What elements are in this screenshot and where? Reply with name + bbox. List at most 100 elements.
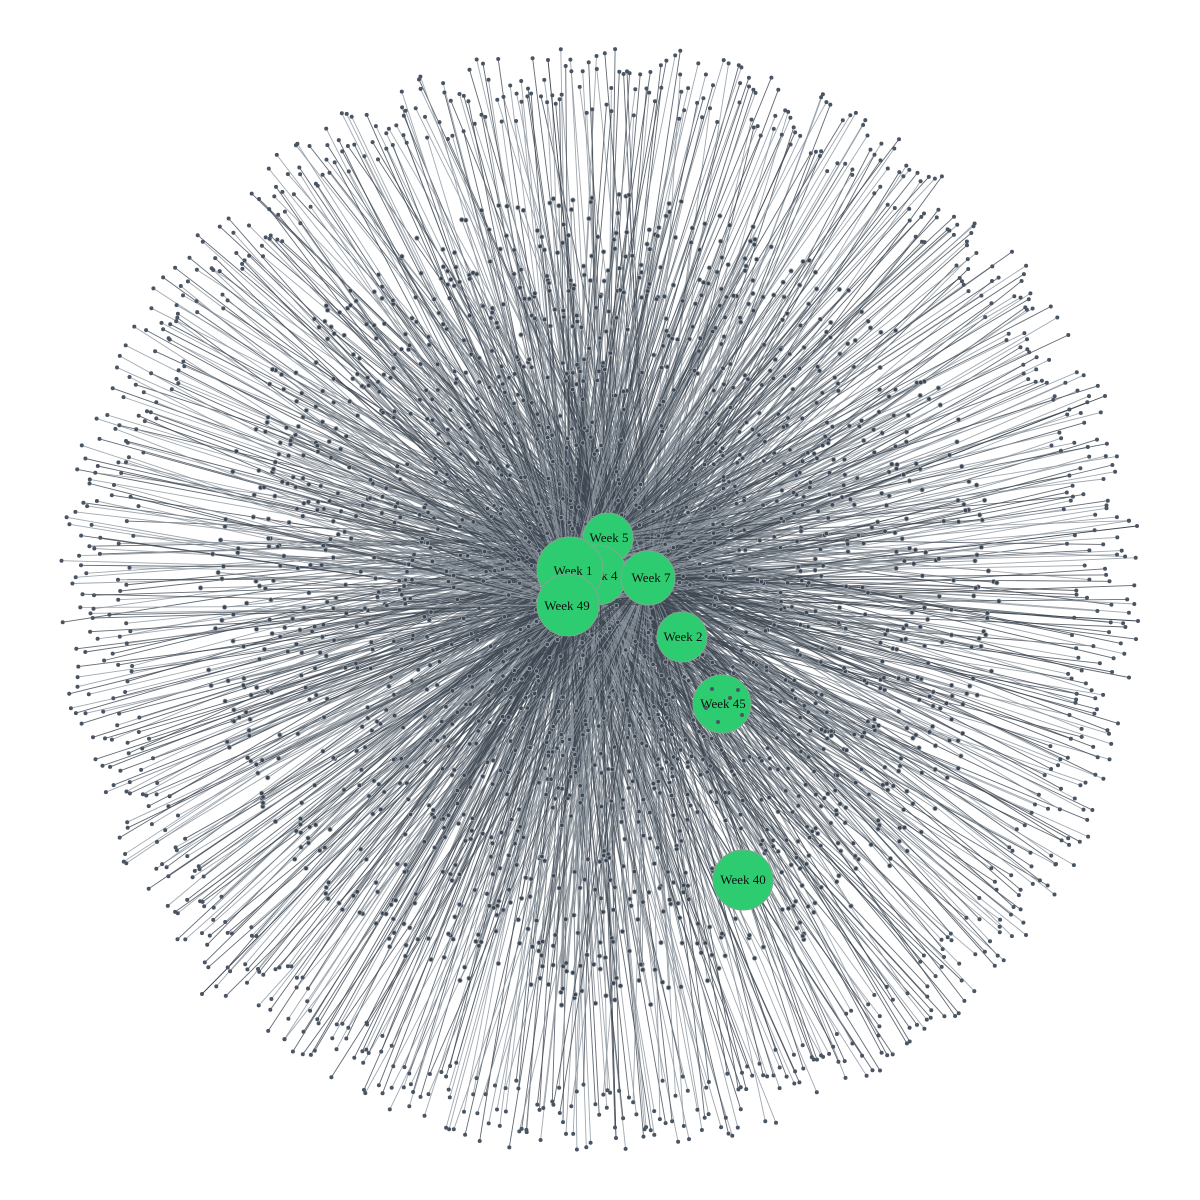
leaf-node	[550, 804, 556, 811]
leaf-node	[696, 247, 703, 253]
leaf-node	[254, 934, 259, 938]
leaf-node	[518, 474, 524, 481]
leaf-node	[678, 838, 684, 844]
leaf-node	[565, 232, 572, 238]
leaf-node	[641, 1134, 646, 1139]
leaf-node	[737, 811, 744, 818]
edge	[85, 458, 571, 571]
edge	[607, 277, 999, 539]
leaf-node	[261, 484, 267, 490]
leaf-node	[793, 854, 800, 861]
leaf-node	[918, 379, 924, 386]
leaf-node	[251, 492, 257, 498]
leaf-node	[350, 893, 356, 899]
leaf-node	[396, 587, 403, 593]
leaf-node	[706, 1080, 711, 1084]
leaf-node	[666, 209, 673, 215]
leaf-node	[516, 1086, 521, 1091]
leaf-node	[583, 721, 589, 728]
leaf-node	[718, 286, 725, 292]
leaf-node	[83, 456, 88, 461]
leaf-node	[456, 901, 463, 908]
leaf-node	[136, 504, 141, 509]
edge	[647, 165, 907, 579]
leaf-node	[598, 750, 604, 757]
leaf-node	[646, 889, 652, 895]
leaf-node	[313, 404, 319, 410]
edge	[559, 99, 569, 606]
leaf-node	[612, 246, 618, 252]
leaf-node	[354, 413, 361, 419]
leaf-node	[411, 551, 417, 558]
leaf-node	[749, 426, 756, 432]
leaf-node	[550, 196, 557, 202]
leaf-node	[87, 481, 92, 486]
edge	[599, 589, 617, 1139]
leaf-node	[855, 532, 862, 538]
leaf-node	[375, 379, 381, 385]
leaf-node	[637, 481, 644, 487]
edge	[647, 338, 673, 579]
leaf-node	[742, 547, 748, 553]
leaf-node	[241, 675, 247, 681]
leaf-node	[1107, 731, 1111, 736]
leaf-node	[550, 943, 556, 949]
leaf-node	[545, 505, 551, 511]
edge	[569, 115, 851, 571]
leaf-node	[807, 728, 813, 734]
leaf-node	[507, 1145, 512, 1150]
leaf-node	[742, 372, 748, 378]
leaf-node	[269, 366, 276, 372]
leaf-node	[330, 554, 336, 561]
leaf-node	[581, 263, 587, 269]
leaf-node	[286, 519, 292, 526]
edge	[197, 234, 598, 576]
leaf-node	[524, 1130, 529, 1135]
leaf-node	[347, 288, 353, 294]
leaf-node	[711, 387, 717, 394]
leaf-node	[285, 964, 290, 969]
leaf-node	[314, 443, 320, 449]
leaf-node	[646, 227, 652, 233]
leaf-node	[962, 507, 969, 513]
leaf-node	[777, 698, 784, 705]
leaf-node	[607, 350, 613, 356]
leaf-node	[661, 293, 668, 299]
leaf-node	[803, 782, 809, 788]
leaf-node	[500, 659, 506, 665]
leaf-node	[572, 869, 578, 875]
edge	[607, 381, 1036, 539]
leaf-node	[461, 615, 467, 621]
leaf-node	[373, 879, 379, 886]
leaf-node	[631, 868, 638, 875]
leaf-node	[869, 525, 875, 531]
leaf-node	[862, 611, 868, 618]
leaf-node	[362, 744, 368, 750]
leaf-node	[463, 217, 469, 223]
edge	[569, 445, 1052, 571]
leaf-node	[730, 1133, 735, 1138]
leaf-node	[779, 727, 785, 733]
leaf-node	[330, 755, 337, 761]
leaf-node	[293, 370, 299, 376]
leaf-node	[1059, 786, 1063, 791]
leaf-node	[630, 778, 636, 784]
leaf-node	[558, 731, 564, 738]
leaf-node	[631, 1100, 636, 1105]
edge	[138, 415, 569, 606]
edge	[607, 520, 1130, 539]
edge	[401, 107, 569, 606]
leaf-node	[466, 975, 472, 981]
leaf-node	[836, 286, 843, 292]
edge	[647, 507, 1107, 579]
leaf-node	[577, 368, 583, 375]
leaf-node	[663, 759, 670, 765]
leaf-node	[915, 1022, 919, 1027]
leaf-node	[451, 250, 458, 256]
leaf-node	[932, 766, 938, 773]
leaf-node	[800, 933, 806, 939]
edge	[596, 71, 620, 576]
edge	[505, 577, 649, 1089]
leaf-node	[401, 583, 407, 589]
leaf-node	[1072, 796, 1077, 801]
